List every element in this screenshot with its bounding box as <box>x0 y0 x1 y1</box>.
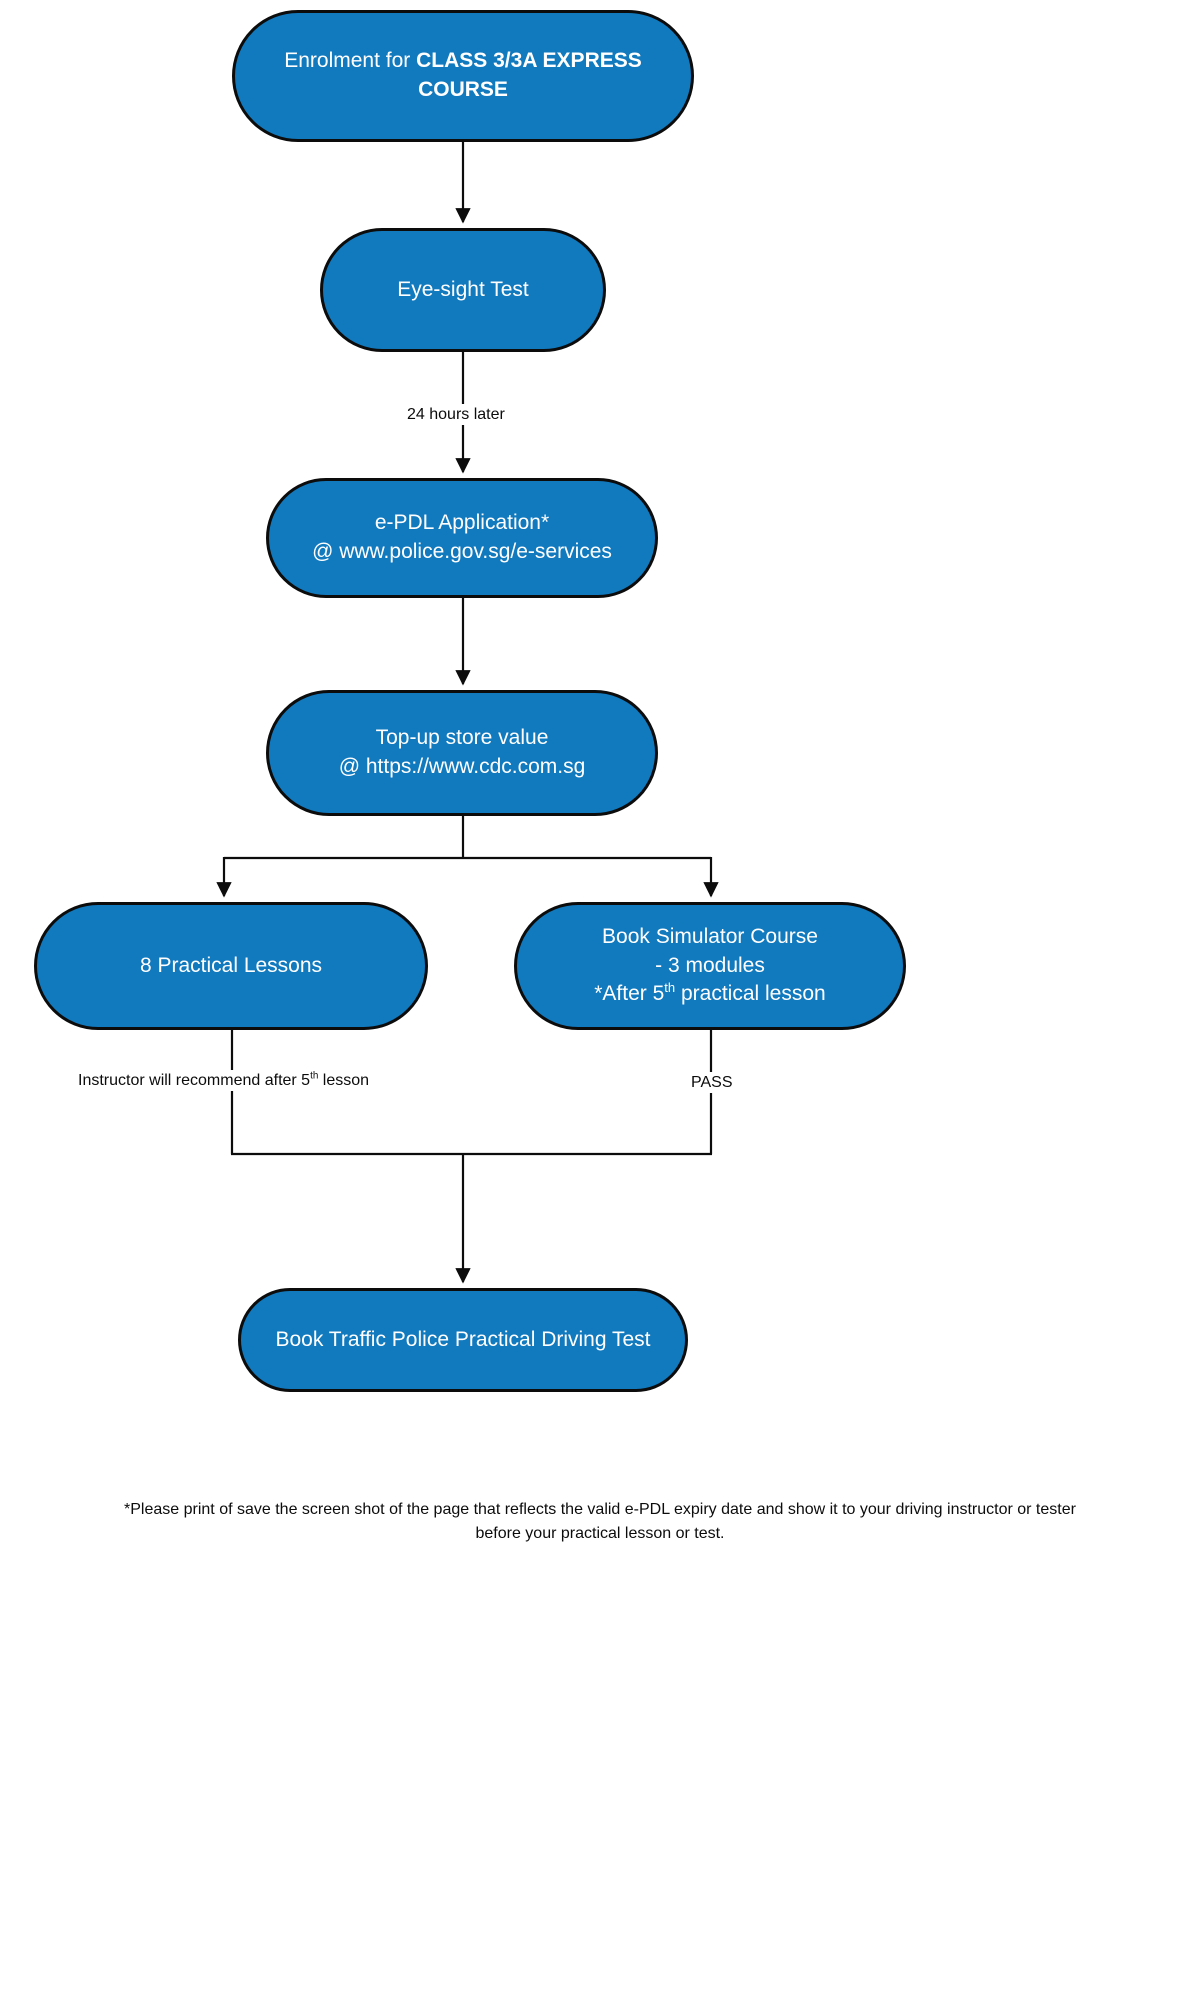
node-simulator-line-3: *After 5th practical lesson <box>543 980 877 1009</box>
node-epdl-line-2: @ www.police.gov.sg/e-services <box>312 540 612 563</box>
node-epdl-application[interactable]: e-PDL Application* @ www.police.gov.sg/e… <box>266 478 658 598</box>
node-enrolment-emphasis: CLASS 3/3A EXPRESS COURSE <box>416 49 642 101</box>
edge-label-pass: PASS <box>687 1072 737 1094</box>
connector-topup-split <box>216 816 719 898</box>
node-simulator-line-2: - 3 modules <box>655 953 765 977</box>
node-practical-lessons[interactable]: 8 Practical Lessons <box>34 902 428 1030</box>
edge-label-instructor-after: lesson <box>318 1072 370 1089</box>
node-simulator-ordinal-suffix: th <box>664 980 676 996</box>
node-enrolment-prefix: Enrolment for <box>284 49 417 73</box>
node-eyesight[interactable]: Eye-sight Test <box>320 228 606 352</box>
edge-label-24-hours-later: 24 hours later <box>403 404 509 426</box>
node-epdl-line-1: e-PDL Application* <box>374 511 550 535</box>
node-simulator-line-1: Book Simulator Course <box>602 924 818 948</box>
node-topup-store-value[interactable]: Top-up store value @ https://www.cdc.com… <box>266 690 658 816</box>
edge-label-instructor-ordinal-suffix: th <box>310 1070 319 1082</box>
node-simulator-text: Book Simulator Course - 3 modules *After… <box>543 923 877 1010</box>
node-topup-line-2: @ https://www.cdc.com.sg <box>338 755 586 778</box>
footnote: *Please print of save the screen shot of… <box>100 1498 1100 1546</box>
node-enrolment-text: Enrolment for CLASS 3/3A EXPRESS COURSE <box>261 47 665 105</box>
connector-merge-to-booktest <box>230 1030 713 1284</box>
node-enrolment[interactable]: Enrolment for CLASS 3/3A EXPRESS COURSE <box>232 10 694 142</box>
node-simulator-line-3-after: practical lesson <box>675 982 826 1006</box>
edge-label-instructor-before: Instructor will recommend after 5 <box>78 1072 311 1089</box>
node-practical-text: 8 Practical Lessons <box>139 953 323 977</box>
node-book-traffic-police-test[interactable]: Book Traffic Police Practical Driving Te… <box>238 1288 688 1392</box>
node-simulator-line-3-before: *After 5 <box>594 982 665 1006</box>
node-book-simulator-course[interactable]: Book Simulator Course - 3 modules *After… <box>514 902 906 1030</box>
node-eyesight-text: Eye-sight Test <box>397 277 529 301</box>
node-topup-text: Top-up store value @ https://www.cdc.com… <box>295 724 629 782</box>
node-epdl-text: e-PDL Application* @ www.police.gov.sg/e… <box>295 509 629 567</box>
node-topup-line-1: Top-up store value <box>375 726 549 750</box>
footnote-line-1: *Please print of save the screen shot of… <box>124 1501 891 1518</box>
node-booktest-text: Book Traffic Police Practical Driving Te… <box>275 1327 651 1351</box>
edge-label-instructor-recommend: Instructor will recommend after 5th less… <box>74 1070 374 1092</box>
footnote-line-2: driving instructor or tester before your… <box>475 1501 1076 1542</box>
